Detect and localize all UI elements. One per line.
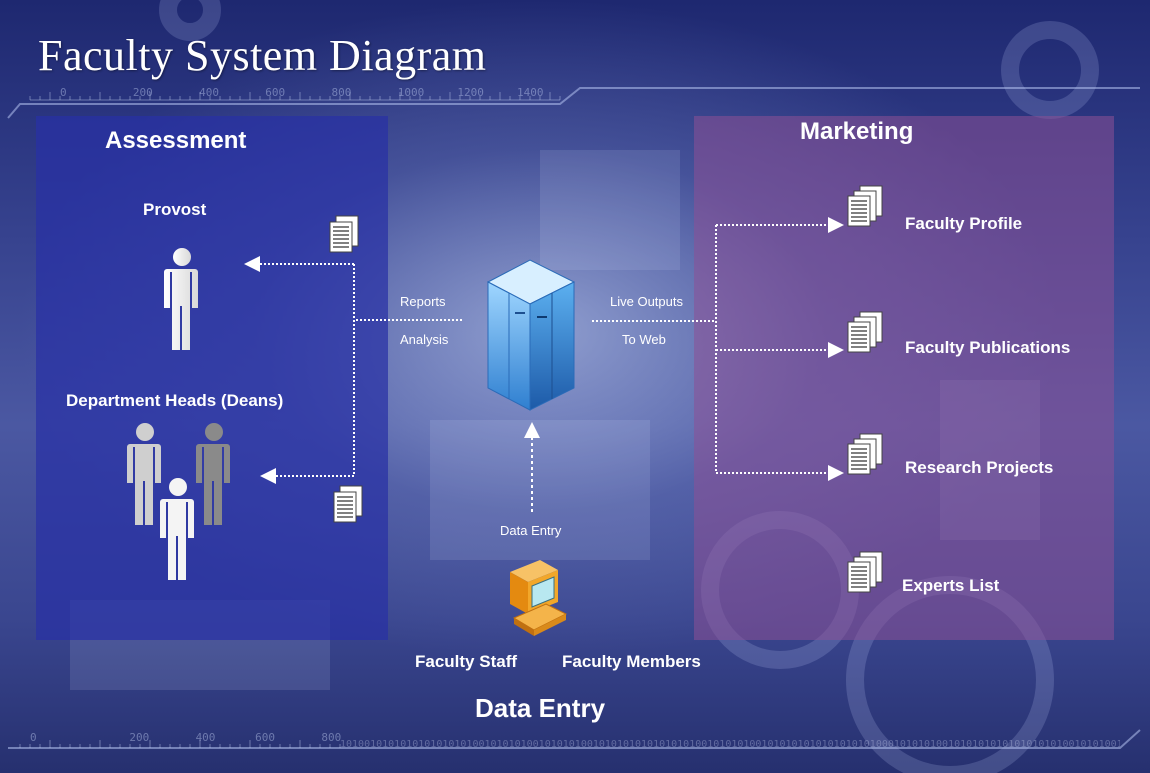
document-stack-icon bbox=[329, 215, 359, 253]
document-stack-icon bbox=[333, 485, 363, 523]
to-web-label: To Web bbox=[622, 332, 666, 347]
computer-icon bbox=[510, 560, 568, 636]
document-stack-icon bbox=[847, 185, 883, 227]
marketing-item-research-projects: Research Projects bbox=[905, 458, 1054, 477]
assessment-heading: Assessment bbox=[105, 127, 247, 154]
connector-live-outputs bbox=[592, 217, 844, 481]
marketing-panel bbox=[694, 116, 1114, 640]
marketing-item-faculty-publications: Faculty Publications bbox=[905, 338, 1071, 357]
ruler-decoration-top: 0 200 400 600 800 1000 1200 1400 bbox=[60, 86, 544, 99]
faculty-staff-label: Faculty Staff bbox=[415, 652, 518, 671]
reports-label: Reports bbox=[400, 294, 446, 309]
provost-label: Provost bbox=[143, 200, 207, 219]
data-entry-heading: Data Entry bbox=[475, 693, 606, 723]
dept-heads-person-icon bbox=[127, 423, 230, 580]
live-outputs-label: Live Outputs bbox=[610, 294, 683, 309]
document-stack-icon bbox=[847, 311, 883, 353]
marketing-heading: Marketing bbox=[800, 118, 914, 145]
marketing-item-faculty-profile: Faculty Profile bbox=[905, 214, 1023, 233]
data-entry-connector-label: Data Entry bbox=[500, 523, 562, 538]
faculty-members-label: Faculty Members bbox=[562, 652, 701, 671]
marketing-item-experts-list: Experts List bbox=[902, 576, 1000, 595]
analysis-label: Analysis bbox=[400, 332, 449, 347]
ruler-decoration-bottom: 0 200 400 600 800 bbox=[30, 731, 342, 744]
assessment-panel bbox=[36, 116, 388, 640]
server-icon bbox=[486, 259, 576, 411]
document-stack-icon bbox=[847, 551, 883, 593]
provost-person-icon bbox=[164, 248, 198, 350]
connector-reports-analysis bbox=[244, 256, 462, 484]
document-stack-icon bbox=[847, 433, 883, 475]
binary-decoration: 1010010101010101010101001010101001010101… bbox=[340, 739, 1120, 750]
dept-heads-label: Department Heads (Deans) bbox=[66, 391, 284, 410]
page-title: Faculty System Diagram bbox=[38, 31, 487, 80]
